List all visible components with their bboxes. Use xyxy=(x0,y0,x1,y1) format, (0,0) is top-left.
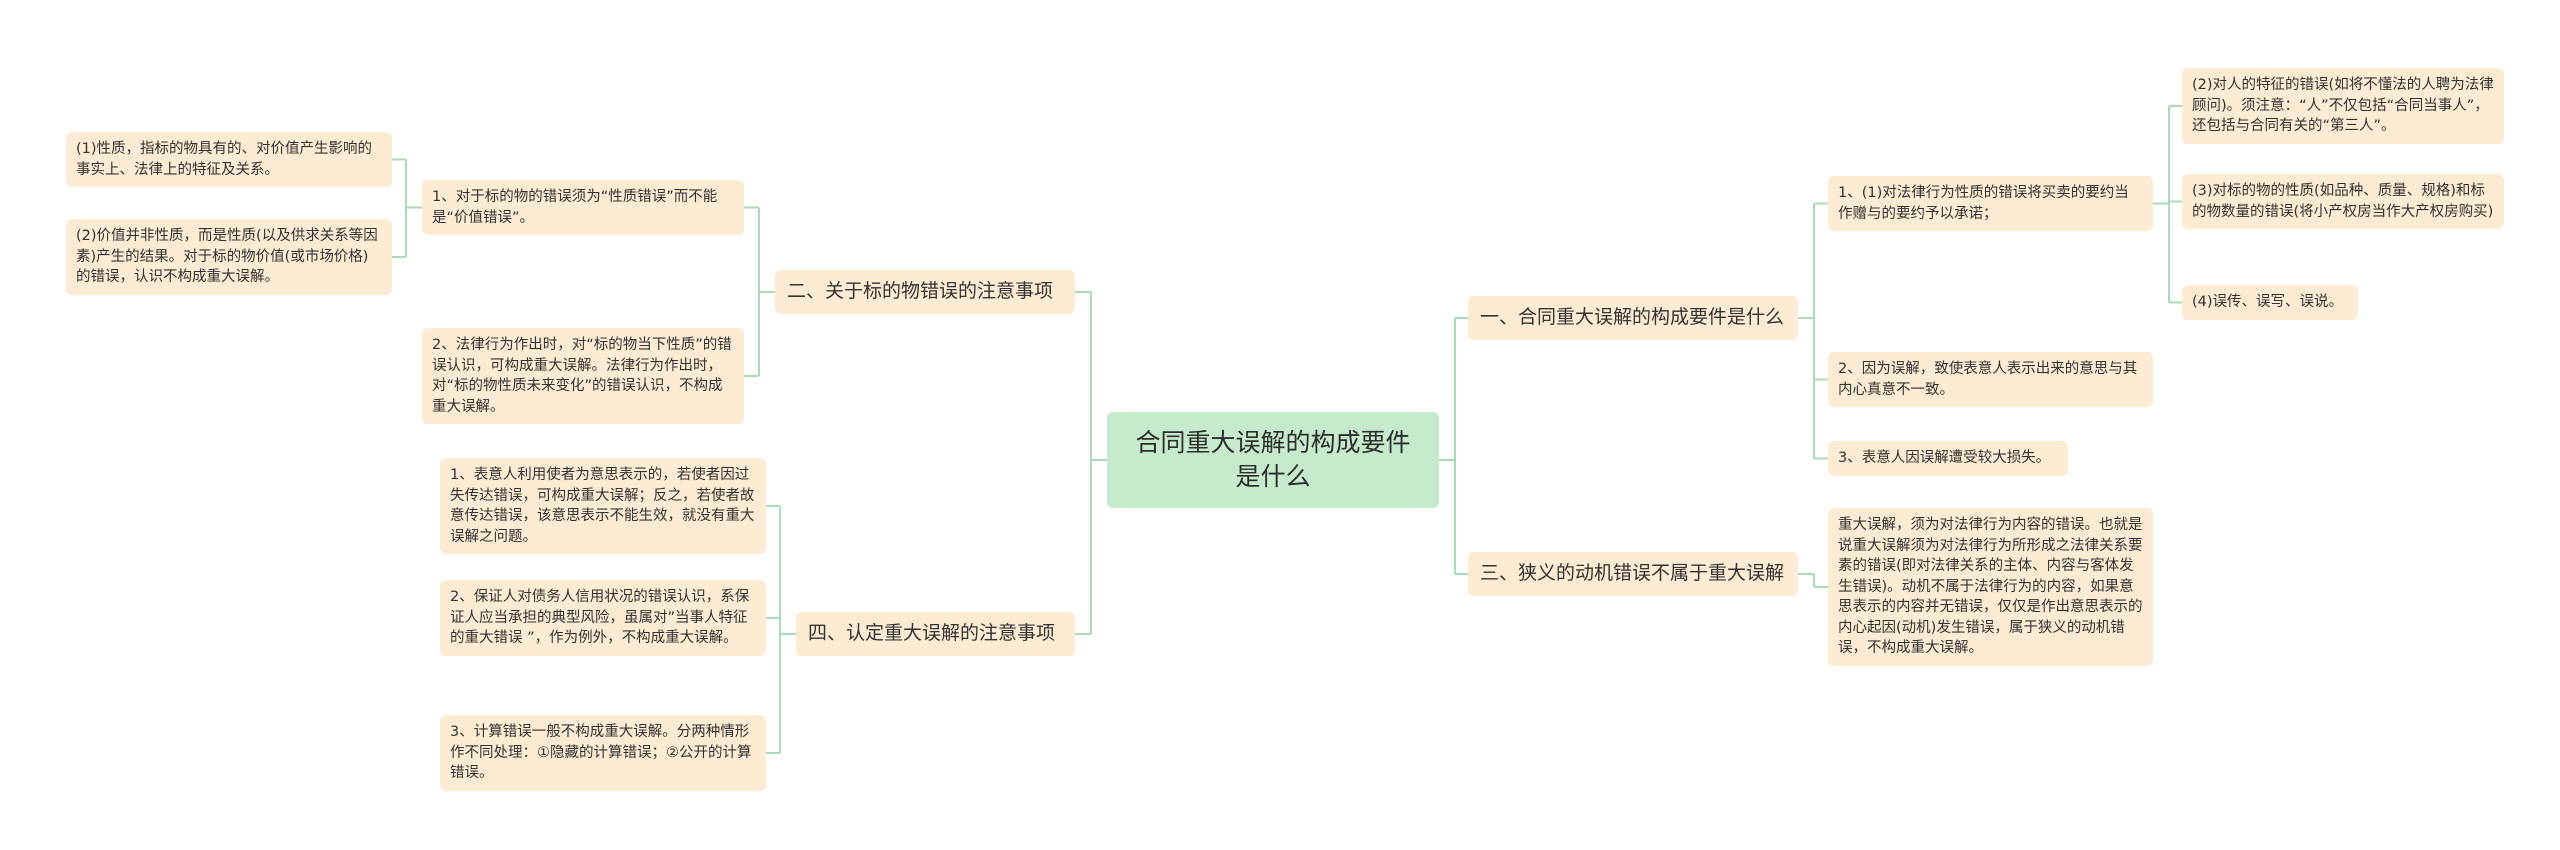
elements-point-1-4[interactable]: (4)误传、误写、误说。 xyxy=(2182,285,2358,320)
connector-branch-subject-matter-error xyxy=(744,206,775,377)
elements-point-1[interactable]: 1、(1)对法律行为性质的错误将买卖的要约当作赠与的要约予以承诺； xyxy=(1828,176,2153,232)
connector-root-topic xyxy=(1439,317,1468,575)
connector-branch-determination-notes xyxy=(766,505,796,754)
elements-point-3[interactable]: 3、表意人因误解遭受较大损失。 xyxy=(1828,441,2068,476)
determination-point-1[interactable]: 1、表意人利用使者为意思表示的，若使者因过失传达错误，可构成重大误解；反之，若使… xyxy=(440,458,766,555)
elements-point-1-3[interactable]: (3)对标的物的性质(如品种、质量、规格)和标的物数量的错误(将小产权房当作大产… xyxy=(2182,174,2504,230)
branch-subject-matter-error[interactable]: 二、关于标的物错误的注意事项 xyxy=(775,270,1075,314)
connector-subject-matter-point-1 xyxy=(392,158,422,258)
determination-point-2[interactable]: 2、保证人对债务人信用状况的错误认识，系保证人应当承担的典型风险，虽属对”当事人… xyxy=(440,580,766,656)
subject-matter-point-1-1[interactable]: (1)性质，指标的物具有的、对价值产生影响的事实上、法律上的特征及关系。 xyxy=(66,132,392,188)
elements-point-1-2[interactable]: (2)对人的特征的错误(如将不懂法的人聘为法律顾问)。须注意：“人”不仅包括“合… xyxy=(2182,68,2504,144)
connector-branch-constituent-elements xyxy=(1798,202,1828,460)
motive-error-explanation[interactable]: 重大误解，须为对法律行为内容的错误。也就是说重大误解须为对法律行为所形成之法律关… xyxy=(1828,508,2153,667)
subject-matter-point-2[interactable]: 2、法律行为作出时，对“标的物当下性质”的错误认识，可构成重大误解。法律行为作出… xyxy=(422,328,744,425)
branch-constituent-elements[interactable]: 一、合同重大误解的构成要件是什么 xyxy=(1468,296,1798,340)
connector-branch-motive-error xyxy=(1798,573,1828,588)
subject-matter-point-1[interactable]: 1、对于标的物的错误须为“性质错误”而不能是“价值错误”。 xyxy=(422,180,744,236)
subject-matter-point-1-2[interactable]: (2)价值并非性质，而是性质(以及供求关系等因素)产生的结果。对于标的物价值(或… xyxy=(66,219,392,295)
branch-determination-notes[interactable]: 四、认定重大误解的注意事项 xyxy=(796,612,1075,656)
root-topic[interactable]: 合同重大误解的构成要件是什么 xyxy=(1107,412,1439,508)
elements-point-2[interactable]: 2、因为误解，致使表意人表示出来的意思与其内心真意不一致。 xyxy=(1828,352,2153,408)
connector-elements-point-1 xyxy=(2153,105,2182,304)
branch-motive-error[interactable]: 三、狭义的动机错误不属于重大误解 xyxy=(1468,552,1798,596)
connector-root-topic xyxy=(1075,291,1107,635)
determination-point-3[interactable]: 3、计算错误一般不构成重大误解。分两种情形作不同处理：①隐藏的计算错误；②公开的… xyxy=(440,715,766,791)
